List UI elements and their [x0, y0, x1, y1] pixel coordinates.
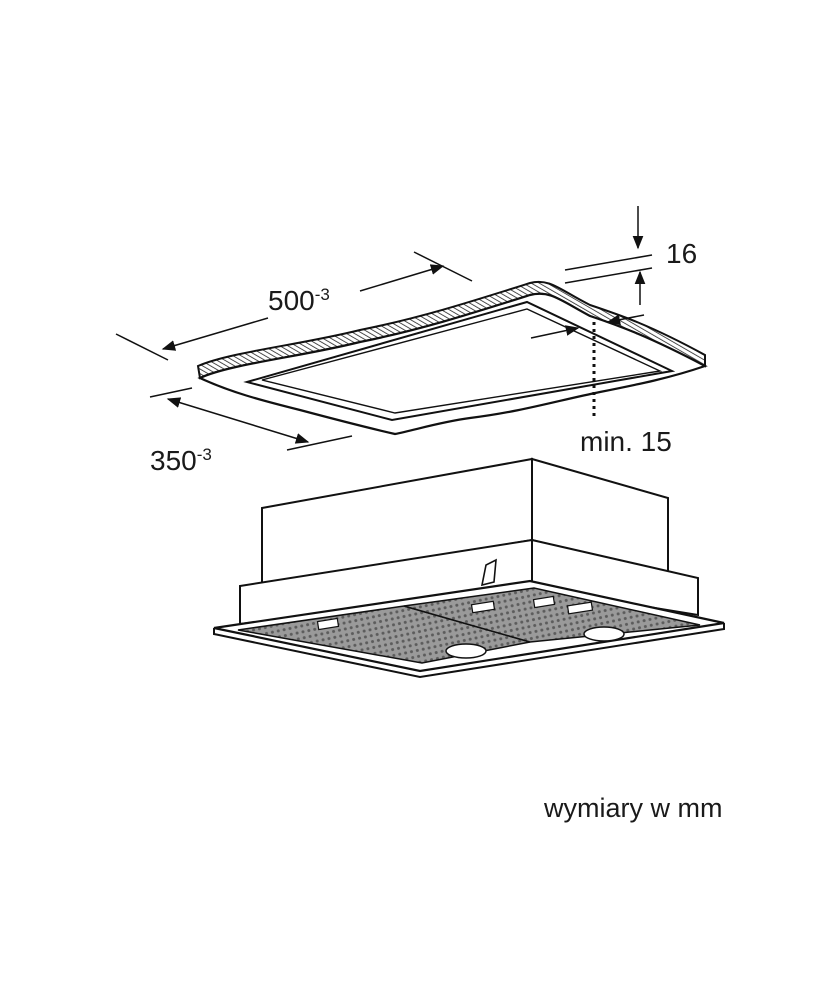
units-note: wymiary w mm: [543, 793, 722, 823]
dim-16-label: 16: [666, 238, 697, 269]
control-pad-4: [566, 601, 594, 615]
control-pad-2: [470, 600, 496, 614]
dimension-500: [115, 251, 473, 361]
cooker-hood-unit: [213, 457, 725, 679]
control-pad-3: [532, 595, 556, 609]
dimension-min15: [530, 314, 645, 418]
lamp-right: [583, 626, 625, 642]
dimension-16: [564, 206, 653, 305]
grease-filter-right: [403, 587, 701, 643]
hood-lower-right-face: [531, 538, 699, 617]
min-clearance-label: min. 15: [580, 426, 672, 457]
hood-frame-edge: [213, 623, 725, 679]
cutout-inner-edge: [261, 308, 663, 414]
dimension-350: [149, 387, 353, 451]
dim-500-tolerance: -3: [315, 285, 330, 304]
lamp-left: [445, 643, 487, 659]
mounting-clamp: [480, 558, 497, 587]
control-pad-1: [316, 617, 340, 631]
dim-350-label: 350-3: [150, 445, 212, 476]
dim-500-label: 500-3: [268, 285, 330, 316]
dim-350-tolerance: -3: [197, 445, 212, 464]
